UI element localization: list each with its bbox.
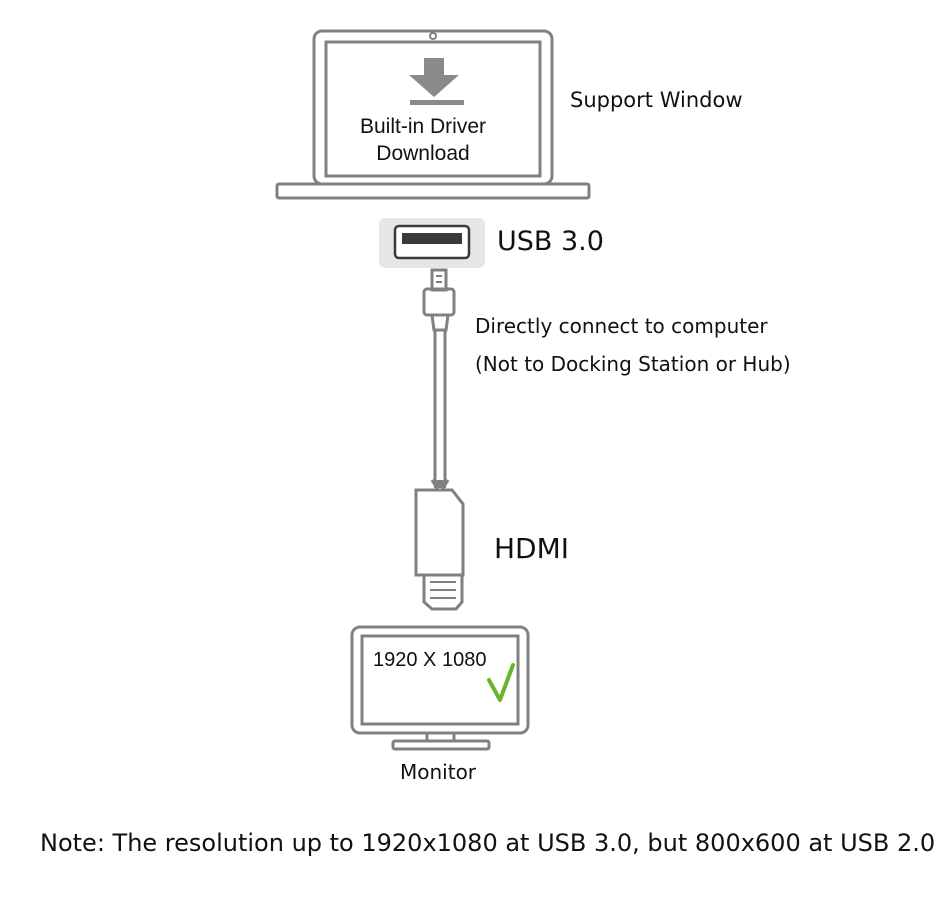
footer-note: Note: The resolution up to 1920x1080 at …	[40, 829, 935, 857]
monitor-stand	[391, 739, 491, 751]
monitor-screen	[360, 634, 520, 726]
hdmi-plug-icon	[414, 488, 465, 611]
laptop-screen	[324, 40, 542, 178]
connect-note-line-1: Directly connect to computer	[475, 314, 768, 338]
resolution-text: 1920 X 1080	[373, 649, 487, 671]
support-window-label: Support Window	[570, 88, 743, 112]
monitor	[350, 625, 530, 751]
driver-line-1: Built-in Driver	[359, 115, 487, 138]
usb-port-icon	[379, 218, 485, 268]
monitor-label: Monitor	[400, 760, 477, 784]
check-icon	[487, 663, 515, 702]
laptop-camera	[429, 32, 437, 40]
setup-diagram	[275, 29, 591, 751]
usb-hdmi-cable	[422, 268, 456, 492]
monitor-frame	[350, 625, 530, 735]
driver-line-2: Download	[376, 142, 470, 165]
laptop	[275, 29, 591, 200]
usb-label: USB 3.0	[497, 226, 604, 257]
hdmi-label: HDMI	[494, 532, 570, 565]
download-icon	[409, 58, 464, 105]
driver-download-text: Built-in Driver Download	[333, 113, 513, 167]
laptop-base	[275, 182, 591, 200]
connect-note-line-2: (Not to Docking Station or Hub)	[475, 352, 791, 376]
